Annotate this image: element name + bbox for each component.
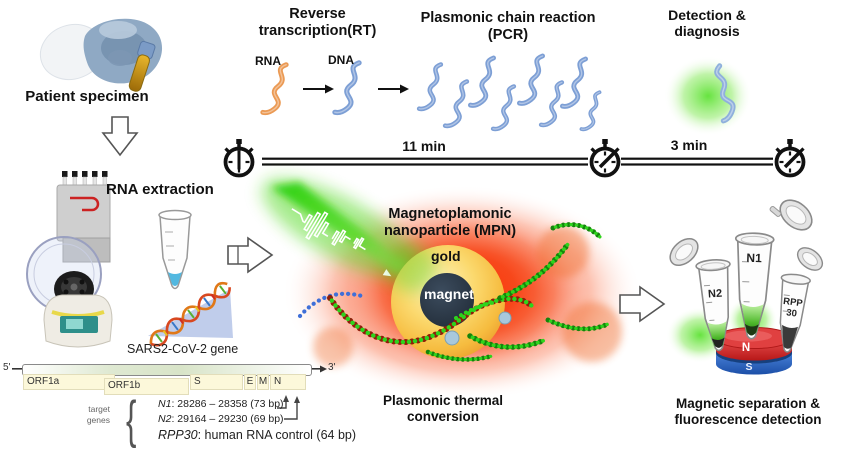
target-genes-label: target genes [70,404,110,425]
plasmonic-caption: Plasmonic thermal conversion [348,393,538,424]
rt-arrow-2 [378,85,409,94]
target-gene-rpp30: RPP30: human RNA control (64 bp) [158,428,356,442]
three-prime-label: 3' [328,362,335,374]
separation-caption: Magnetic separation & fluorescence detec… [658,396,838,427]
gold-label: gold [431,248,461,264]
tube-rpp-label-2: 30 [786,307,798,319]
stopwatch-icon [592,139,619,176]
rna-label: RNA [255,55,281,69]
timeline [226,139,804,176]
tube-n2-label: N2 [708,288,723,301]
gene-segment-n: N [270,374,306,390]
pcr-title: Plasmonic chain reaction (PCR) [418,10,598,43]
duration-3min: 3 min [662,137,716,153]
gene-segment-orf1b: ORF1b [104,378,189,395]
down-arrow [103,117,137,155]
rt-arrow-1 [303,85,334,94]
right-arrow [228,238,272,272]
magnet-south-label: S [745,361,752,373]
dna-helix-beam [147,280,233,350]
rna-squiggle [263,65,286,113]
dna-label: DNA [328,54,354,68]
stopwatch-icon [226,139,253,176]
detection-title: Detection & diagnosis [653,7,761,39]
patient-specimen-photo [33,16,162,92]
five-prime-label: 5' [3,362,10,374]
magnet-north-label: N [742,342,750,354]
magnet-core-label: magnet [424,286,474,302]
tube-n1-label: N1 [746,251,762,266]
mpn-title: Magnetoplamonic nanoparticle (MPN) [380,206,520,239]
rna-extraction-label: RNA extraction [106,181,214,198]
target-genes-brace: { [126,394,136,446]
target-gene-n2: N2: 29164 – 29230 (69 bp) [158,413,284,425]
stopwatch-icon [777,139,804,176]
pcr-squiggle-cluster [419,56,599,129]
sars-gene-caption: SARS2-CoV-2 gene [127,342,238,356]
tube-rpp30-cap [793,243,826,274]
gene-segment-s: S [190,374,243,390]
gene-segment-e: E [244,374,256,390]
gene-segment-m: M [257,374,269,390]
gene-segment-orf1a: ORF1a [23,374,115,390]
extraction-tube [159,211,191,289]
duration-11min: 11 min [393,138,455,154]
tube-n1-cap [769,190,817,236]
pipette-centrifuge [27,171,112,347]
rt-title: Reverse transcription(RT) [245,6,390,39]
dna-squiggle [335,63,359,113]
detected-squiggle-glow [664,56,752,136]
target-gene-n1: N1: 28286 – 28358 (73 bp) [158,398,284,410]
patient-specimen-label: Patient specimen [24,88,150,105]
